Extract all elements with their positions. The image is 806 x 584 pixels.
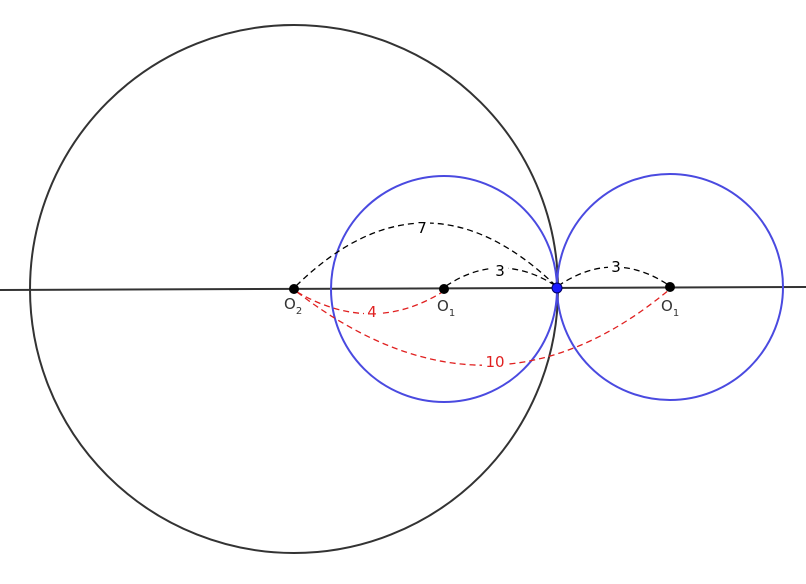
point-o1-outer xyxy=(665,282,675,292)
label-o1-outer-subscript: 1 xyxy=(673,308,679,319)
label-o2-subscript: 2 xyxy=(296,306,302,317)
tangent-point xyxy=(551,282,563,294)
label-o1-inner: O1 xyxy=(437,297,455,319)
label-o1-outer-letter: O xyxy=(661,297,673,315)
label-o2: O2 xyxy=(284,295,302,317)
label-o1-outer: O1 xyxy=(661,297,679,319)
label-bg-4 xyxy=(364,303,380,321)
point-o2 xyxy=(289,284,299,294)
arc-o1-to-tangent xyxy=(445,267,557,287)
arc-o2-to-tangent xyxy=(295,222,557,287)
arc-o2-to-o1-far xyxy=(296,288,671,366)
label-bg-10 xyxy=(482,352,508,370)
distance-label-3-outer: 3 xyxy=(611,258,621,276)
distance-label-7: 7 xyxy=(417,219,427,237)
label-o1-inner-letter: O xyxy=(437,297,449,315)
point-o1-inner xyxy=(439,284,449,294)
arc-tangent-to-o1 xyxy=(557,266,671,287)
label-o2-letter: O xyxy=(284,295,296,313)
label-o1-inner-subscript: 1 xyxy=(449,308,455,319)
label-bg-7 xyxy=(414,218,430,236)
center-line xyxy=(0,286,806,291)
distance-label-3-inner: 3 xyxy=(495,262,505,280)
label-bg-3b xyxy=(608,258,624,276)
distance-label-4: 4 xyxy=(367,303,377,321)
label-bg-3a xyxy=(492,262,508,280)
distance-label-10: 10 xyxy=(485,353,504,371)
